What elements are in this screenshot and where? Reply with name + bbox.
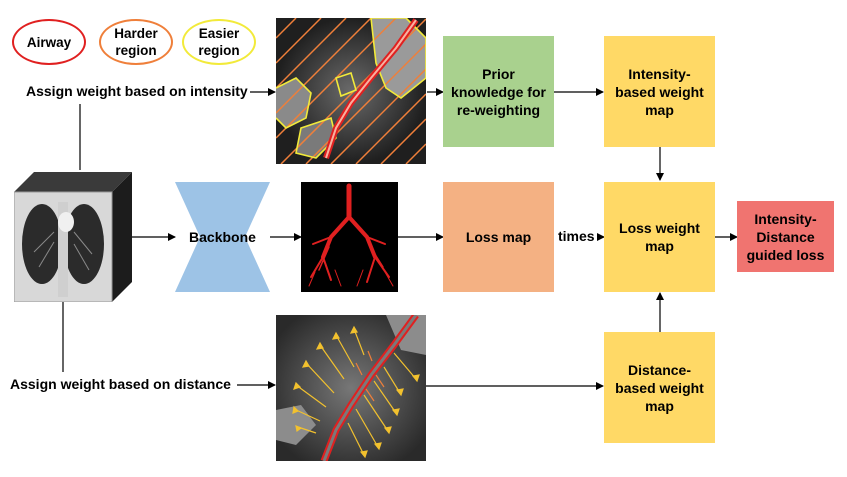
intensity-weight-map-label: Intensity- based weight map (615, 65, 704, 118)
loss-map-label: Loss map (465, 229, 532, 245)
intensity-branch-label: Assign weight based on intensity (26, 83, 248, 99)
legend-harder-region: Harder region (99, 19, 173, 65)
legend-airway: Airway (12, 19, 86, 65)
distance-branch-label: Assign weight based on distance (10, 376, 231, 392)
distance-weight-map-label: Distance- based weight map (615, 361, 704, 414)
legend-easier-region: Easier region (182, 19, 256, 65)
loss-weight-map-box: Loss weight map (604, 182, 715, 292)
legend-airway-label: Airway (26, 34, 72, 50)
backbone-block: Backbone (175, 182, 270, 292)
airway-prediction-image (301, 182, 398, 292)
intensity-weight-map-box: Intensity- based weight map (604, 36, 715, 147)
ct-volume-image (13, 172, 132, 303)
legend-easier-label: Easier region (198, 26, 240, 58)
prior-knowledge-box: Prior knowledge for re-weighting (443, 36, 554, 147)
loss-map-box: Loss map (443, 182, 554, 292)
prior-knowledge-label: Prior knowledge for re-weighting (451, 65, 546, 118)
distance-weight-map-box: Distance- based weight map (604, 332, 715, 443)
backbone-label: Backbone (189, 229, 256, 245)
distance-ct-patch-image (276, 315, 426, 461)
times-label: times (558, 228, 595, 244)
intensity-ct-patch-image (276, 18, 426, 164)
intensity-distance-loss-label: Intensity- Distance guided loss (746, 210, 825, 263)
loss-weight-map-label: Loss weight map (619, 220, 700, 254)
intensity-distance-loss-box: Intensity- Distance guided loss (737, 201, 834, 272)
legend-harder-label: Harder region (114, 26, 158, 58)
